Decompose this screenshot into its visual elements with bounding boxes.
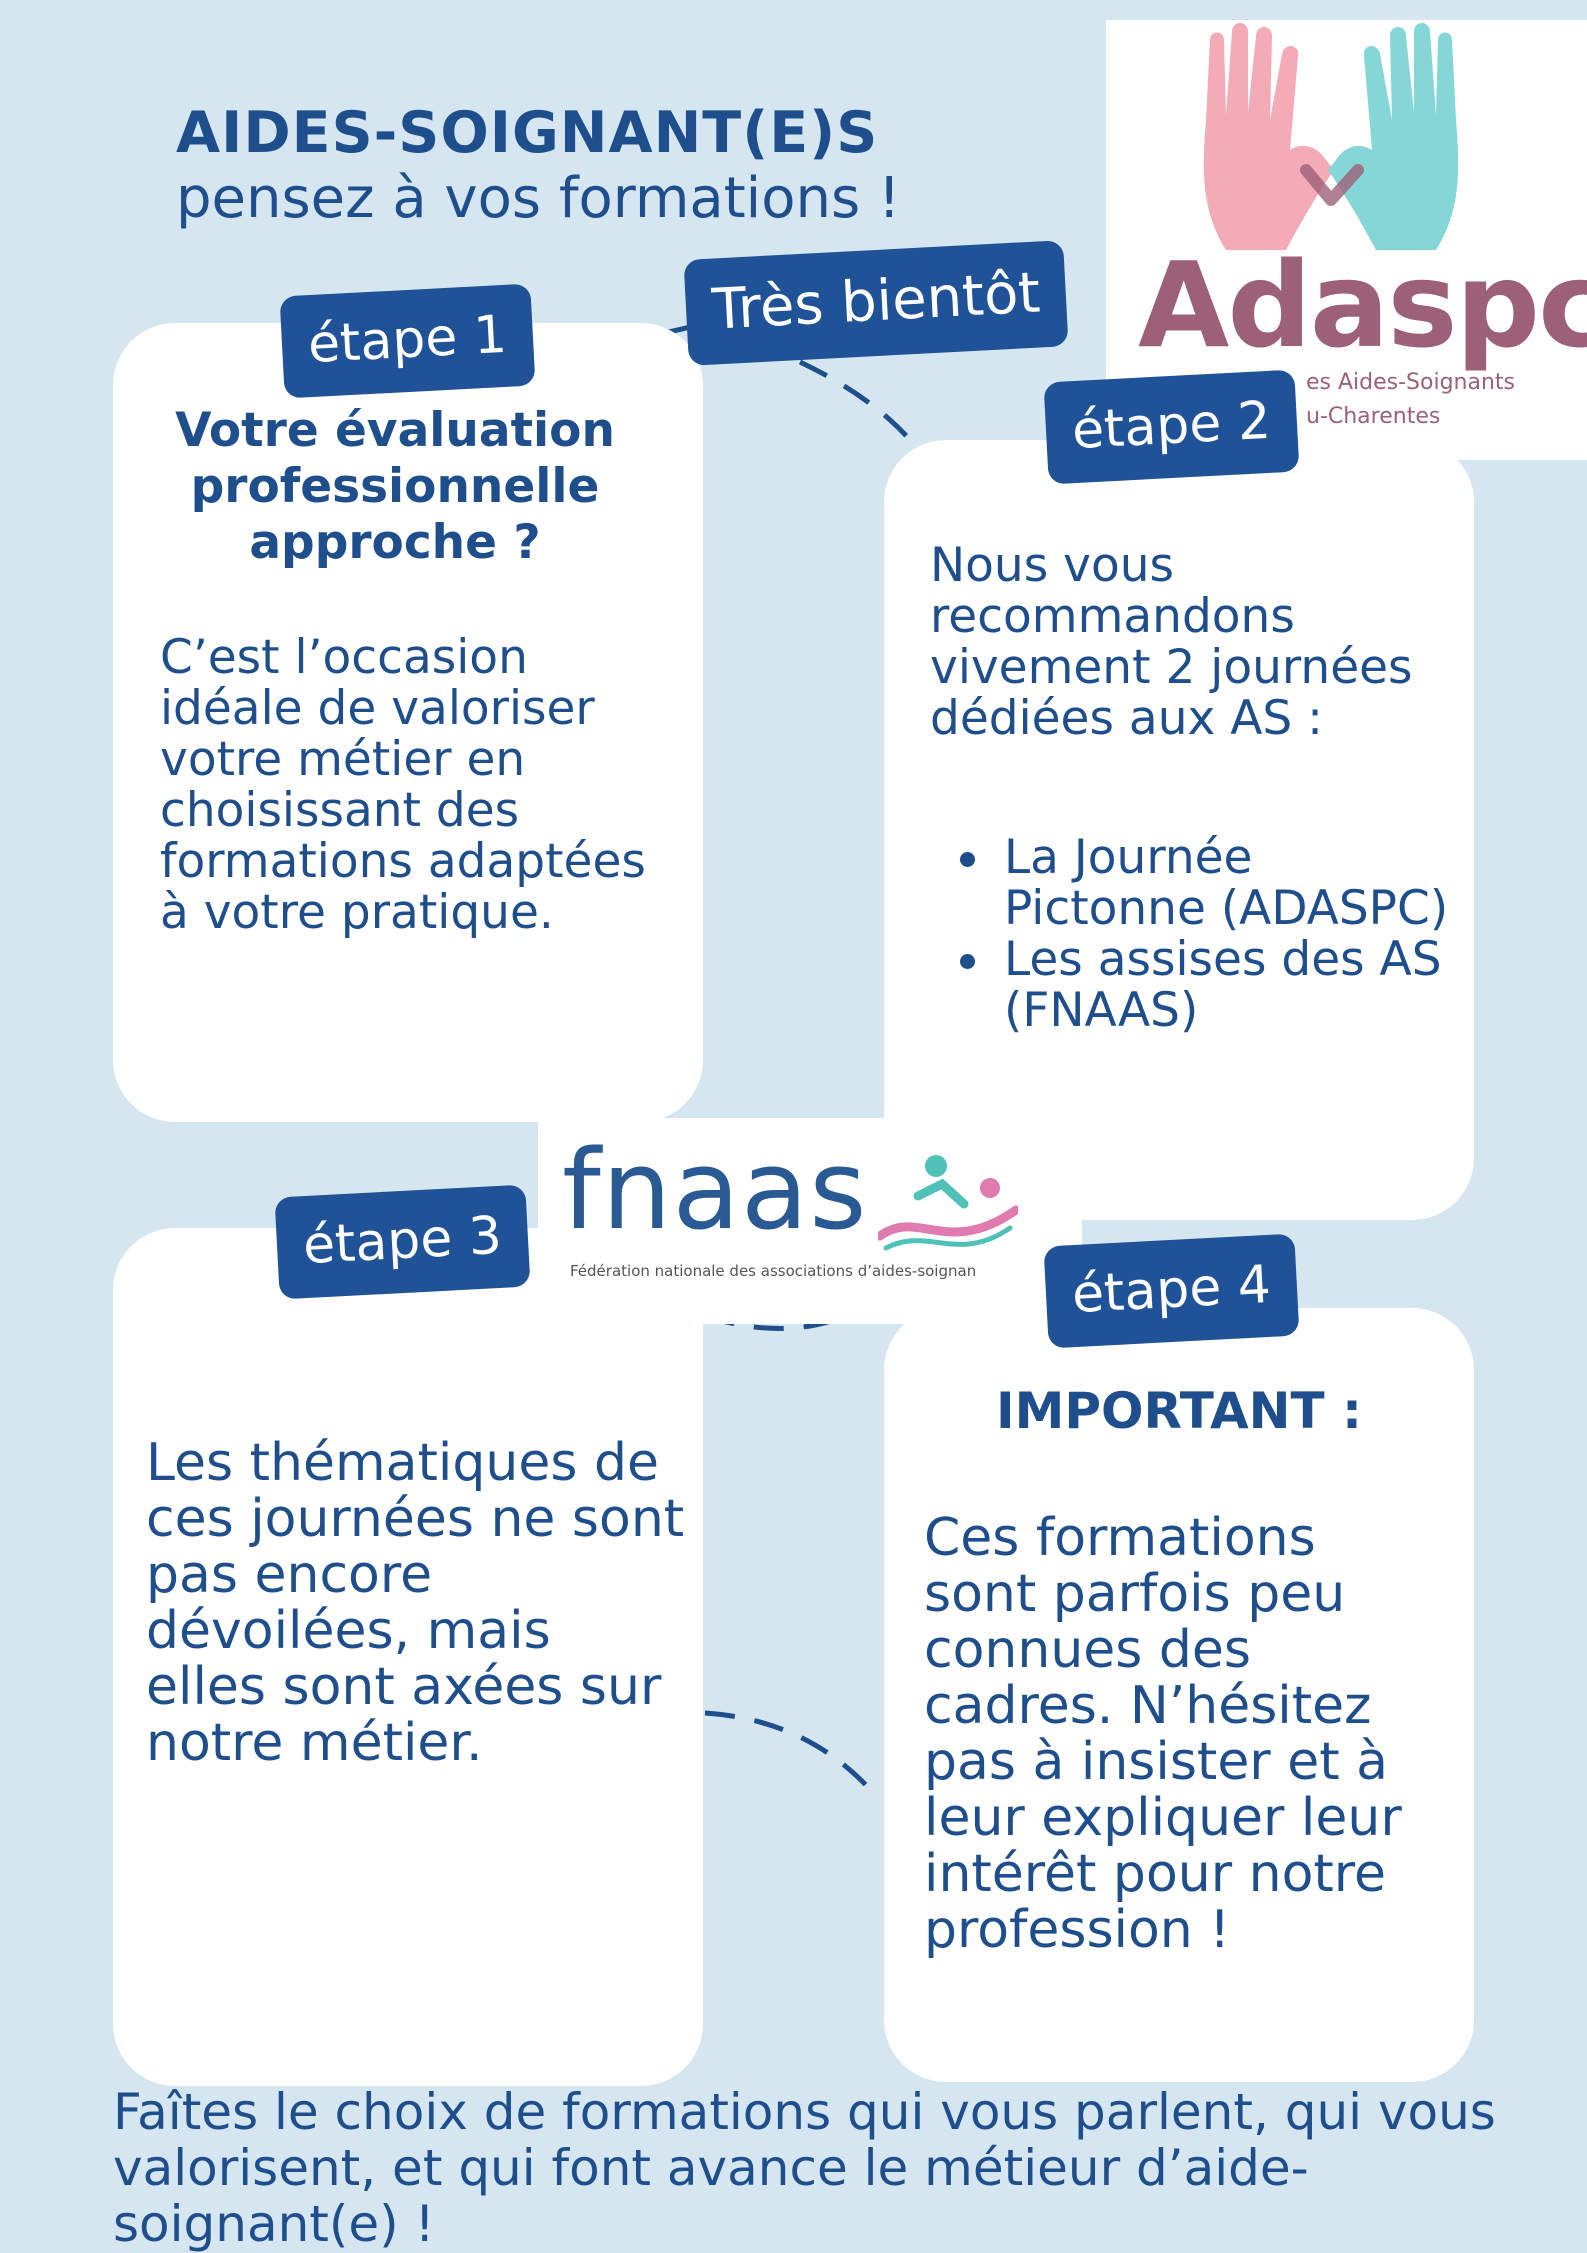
step-1-text: C’est l’occasion idéale de valoriser vot… xyxy=(160,630,646,940)
step-2-text: Nous vous recommandons vivement 2 journé… xyxy=(930,538,1413,746)
fnaas-wordmark: fnaas xyxy=(562,1126,868,1254)
step-4-card xyxy=(884,1308,1474,2082)
adaspc-wordmark: Adaspc xyxy=(1138,236,1587,374)
step-4-label: étape 4 xyxy=(1043,1233,1300,1349)
fnaas-figures-icon xyxy=(878,1155,1018,1251)
step-1-card xyxy=(113,323,703,1122)
step-1-heading: Votre évaluation professionnelle approch… xyxy=(175,403,615,570)
step-2-list: La Journée Pictonne (ADASPC) Les assises… xyxy=(960,832,1460,1036)
step-3-label: étape 3 xyxy=(274,1184,531,1300)
adaspc-tagline-1: es Aides-Soignants xyxy=(1306,370,1516,395)
adaspc-logo: Adaspc es Aides-Soignants u-Charentes xyxy=(1106,20,1587,460)
adaspc-tagline-2: u-Charentes xyxy=(1306,404,1441,429)
step-4-text: Ces formations sont parfois peu connues … xyxy=(924,1508,1402,1960)
step-2-card xyxy=(884,440,1474,1220)
coming-soon-badge: Très bientôt xyxy=(683,240,1069,366)
page-subtitle: pensez à vos formations ! xyxy=(176,166,901,231)
step-3-text: Les thématiques de ces journées ne sont … xyxy=(146,1433,685,1773)
list-item: Les assises des AS (FNAAS) xyxy=(960,934,1460,1036)
hands-icon xyxy=(1203,23,1459,250)
footer-text: Faîtes le choix de formations qui vous p… xyxy=(113,2083,1496,2253)
page-title: AIDES-SOIGNANT(E)S xyxy=(176,100,879,166)
step-2-label: étape 2 xyxy=(1043,369,1300,485)
step-4-heading: IMPORTANT : xyxy=(995,1382,1363,1440)
fnaas-logo: fnaas Fédération nationale des associati… xyxy=(538,1118,1082,1324)
list-item: La Journée Pictonne (ADASPC) xyxy=(960,832,1460,934)
step-3-card xyxy=(113,1228,703,2086)
fnaas-subtitle: Fédération nationale des associations d’… xyxy=(570,1262,977,1280)
step-1-label: étape 1 xyxy=(279,283,536,399)
